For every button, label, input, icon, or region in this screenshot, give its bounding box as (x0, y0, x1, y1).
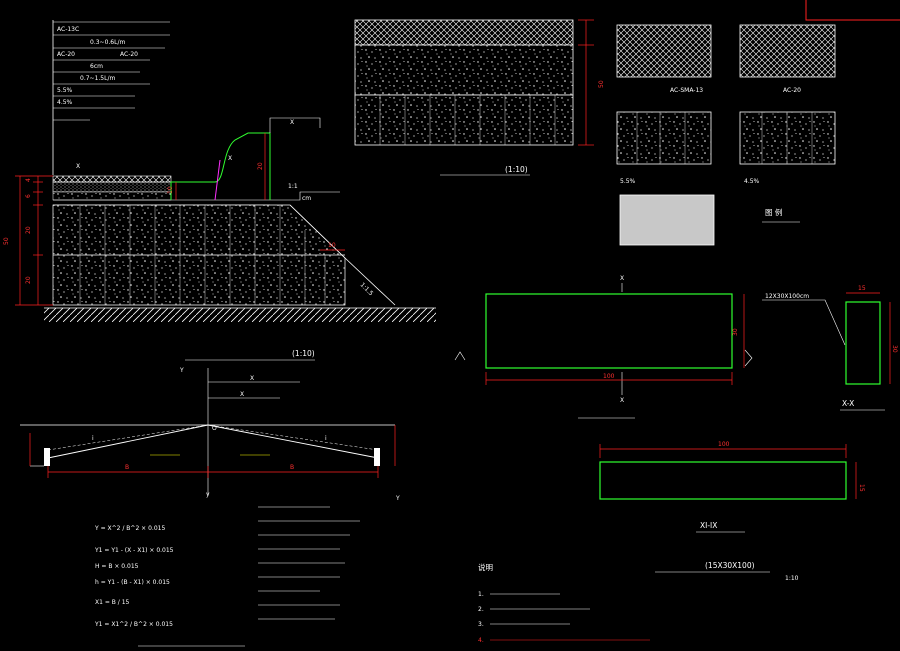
curb-side-spec: 12X30X100cm (765, 293, 809, 300)
formula-2: Y1 = Y1 - (X - X1) × 0.015 (94, 547, 174, 554)
road-cross-section: (1:10) O y X X Y B B i (20, 349, 400, 502)
curb-bottom-title: (15X30X100) (705, 561, 755, 570)
layer-label-1: AC-13C (57, 26, 79, 33)
curb-bottom-dim-w: 100 (718, 441, 730, 448)
legend-title: 图 例 (765, 207, 782, 217)
b-label-right: B (290, 464, 294, 471)
formula-5: X1 = B / 15 (95, 599, 130, 606)
i-label-right: i (325, 435, 327, 442)
layer-label-3: 0.3~0.6L/m (90, 39, 125, 46)
pattern-dim: 50 (598, 80, 605, 88)
pattern-scale: (1:10) (505, 165, 528, 174)
note-3: 3. (478, 621, 484, 628)
axis-y-label: y (206, 491, 210, 498)
y-label-top: Y (179, 367, 184, 374)
y-label-right: Y (395, 495, 400, 502)
svg-text:1:1: 1:1 (288, 183, 298, 190)
layer-label-4: AC-20 (120, 51, 138, 58)
legend-item-2: AC-20 (783, 87, 801, 94)
svg-text:X: X (76, 163, 80, 170)
road-section-scale: (1:10) (292, 349, 315, 358)
dim-curb-1: 10 (167, 186, 174, 194)
formula-4: h = Y1 - (B - X1) × 0.015 (95, 579, 170, 586)
curb-bottom-scale: 1:10 (785, 575, 799, 582)
paving-pattern-drawing: 50 (1:10) (354, 19, 605, 176)
layer-label-5: 6cm (90, 63, 103, 70)
formulas-block: Y = X^2 / B^2 × 0.015 Y1 = Y1 - (X - X1)… (94, 506, 360, 647)
dim-curb-2: 20 (257, 162, 264, 170)
legend: AC-SMA-13 AC-20 5.5% 4.5% 图 例 (616, 24, 836, 246)
layer-label-8: 4.5% (57, 99, 73, 106)
svg-text:X: X (228, 155, 232, 162)
x-label-1: X (250, 375, 254, 382)
formula-6: Y1 = X1^2 / B^2 × 0.015 (94, 621, 173, 628)
layer-label-7: 5.5% (57, 87, 73, 94)
origin-label: O (212, 425, 217, 432)
formula-3: H = B × 0.015 (95, 563, 139, 570)
curb-side-caption: X-X (842, 399, 854, 408)
curb-bottom-caption: XI-IX (700, 521, 717, 530)
b-label-left: B (125, 464, 129, 471)
curb-side-view: 12X30X100cm 15 30 X-X (762, 285, 898, 411)
x-mark-top: X (620, 275, 624, 282)
cm-note: cm (302, 195, 311, 202)
formula-1: Y = X^2 / B^2 × 0.015 (94, 525, 165, 532)
dim-left-1: 4 (25, 178, 32, 182)
x-mark-bottom: X (620, 397, 624, 404)
note-1: 1. (478, 591, 484, 598)
note-4: 4. (478, 637, 484, 644)
curb-front-dim-h: 30 (732, 328, 739, 336)
dim-left-2: 6 (25, 194, 32, 198)
dim-left-3: 20 (25, 226, 32, 234)
frame-corner (805, 0, 900, 21)
curb-bottom-view: 100 15 XI-IX (15X30X100) 1:10 (599, 441, 865, 582)
dim-bottom: 10 (328, 242, 336, 249)
curb-side-dim-w: 15 (858, 285, 866, 292)
layer-label-2: AC-20 (57, 51, 75, 58)
note-2: 2. (478, 606, 484, 613)
legend-item-4: 4.5% (744, 178, 760, 185)
dim-left-4: 20 (25, 276, 32, 284)
layer-label-6: 0.7~1.5L/m (80, 75, 115, 82)
svg-text:X: X (290, 119, 294, 126)
notes-block: 说明 1. 2. 3. 4. (478, 562, 650, 644)
x-label-2: X (240, 391, 244, 398)
i-label-left: i (92, 435, 94, 442)
curb-side-dim-h: 30 (891, 345, 898, 353)
legend-item-1: AC-SMA-13 (670, 87, 703, 94)
legend-item-3: 5.5% (620, 178, 636, 185)
curb-front-view: X X 100 30 (454, 275, 753, 419)
pavement-structure-drawing: AC-13C AC-20 0.3~0.6L/m AC-20 6cm 0.7~1.… (3, 20, 436, 322)
notes-title: 说明 (478, 562, 493, 572)
curb-front-dim-w: 100 (603, 373, 615, 380)
curb-bottom-dim-h: 15 (858, 484, 865, 492)
dim-total: 50 (3, 237, 10, 245)
